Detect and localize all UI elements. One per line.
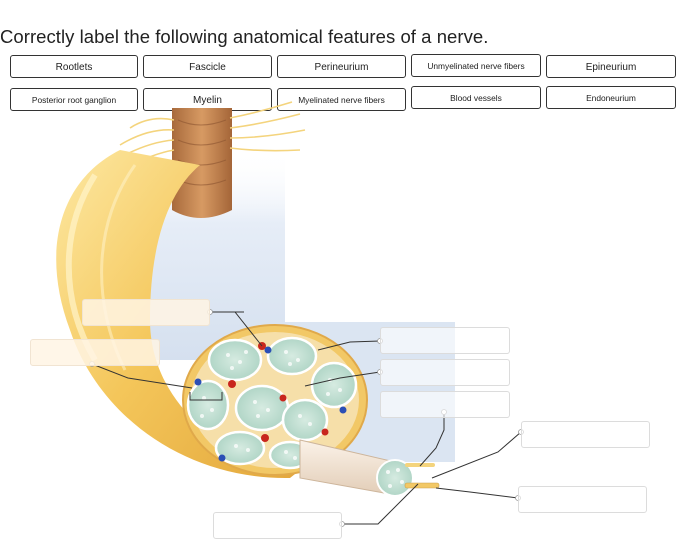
drop-zone-3[interactable] (380, 327, 510, 354)
drop-zone-7[interactable] (518, 486, 647, 513)
drop-zone-2[interactable] (30, 339, 160, 366)
label-chip-unmyelinated-nerve-fibers[interactable]: Unmyelinated nerve fibers (411, 54, 541, 77)
drop-zone-5[interactable] (380, 391, 510, 418)
blood-vessels (194, 342, 347, 462)
label-chip-epineurium[interactable]: Epineurium (546, 55, 676, 78)
fascicle-end (376, 459, 414, 497)
unmyelinated-fiber (405, 463, 435, 467)
drop-zone-8[interactable] (213, 512, 342, 539)
question-title: Correctly label the following anatomical… (0, 26, 489, 47)
label-chip-endoneurium[interactable]: Endoneurium (546, 86, 676, 109)
label-chip-blood-vessels[interactable]: Blood vessels (411, 86, 541, 109)
drop-zone-4[interactable] (380, 359, 510, 386)
myelinated-fiber (404, 482, 440, 489)
label-chip-myelinated-nerve-fibers[interactable]: Myelinated nerve fibers (277, 88, 406, 111)
leader-lines (91, 311, 522, 525)
label-chip-rootlets[interactable]: Rootlets (10, 55, 138, 78)
drop-zone-6[interactable] (521, 421, 650, 448)
drop-zone-1[interactable] (82, 299, 210, 326)
label-chip-perineurium[interactable]: Perineurium (277, 55, 406, 78)
spinal-cord-segment (172, 108, 232, 218)
label-chip-fascicle[interactable]: Fascicle (143, 55, 272, 78)
nerve-trunk (56, 150, 300, 479)
fascicles (186, 336, 358, 470)
label-chip-posterior-root-ganglion[interactable]: Posterior root ganglion (10, 88, 138, 111)
